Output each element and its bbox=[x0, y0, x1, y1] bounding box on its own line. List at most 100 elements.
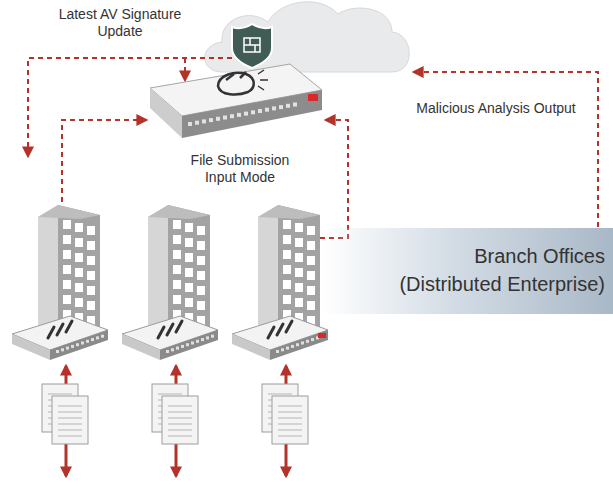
building-front bbox=[278, 205, 320, 333]
port bbox=[186, 343, 189, 346]
text-line bbox=[48, 394, 72, 395]
port bbox=[209, 118, 213, 122]
mode-label: File Submission Input Mode bbox=[175, 152, 305, 186]
appliance-side bbox=[232, 334, 270, 360]
window bbox=[283, 280, 291, 289]
port bbox=[91, 338, 94, 341]
window bbox=[185, 223, 193, 232]
building-roof bbox=[148, 205, 210, 219]
window bbox=[87, 226, 95, 235]
region-title: Branch Offices (Distributed Enterprise) bbox=[377, 242, 605, 298]
building-roof bbox=[258, 205, 320, 219]
port bbox=[101, 335, 104, 338]
sandbox-appliance: File Submission Input Mode bbox=[140, 56, 340, 188]
port bbox=[237, 113, 241, 117]
text-line bbox=[58, 430, 82, 431]
window bbox=[63, 280, 71, 289]
port bbox=[230, 114, 234, 118]
text-line bbox=[168, 412, 192, 413]
port bbox=[81, 342, 84, 345]
window bbox=[87, 256, 95, 265]
firewall-appliance bbox=[122, 316, 218, 360]
window bbox=[307, 226, 315, 235]
building-side bbox=[258, 205, 278, 330]
window bbox=[173, 250, 181, 259]
sandbox-appliance-drawing bbox=[140, 56, 340, 152]
port bbox=[301, 342, 304, 345]
logo-stroke bbox=[167, 324, 173, 335]
building-side bbox=[148, 205, 168, 330]
window bbox=[197, 271, 205, 280]
window bbox=[197, 301, 205, 310]
window bbox=[63, 220, 71, 229]
building-side bbox=[38, 205, 58, 330]
text-line bbox=[158, 394, 182, 395]
appliance-side bbox=[122, 334, 160, 360]
document-page bbox=[162, 396, 198, 444]
shield-icon bbox=[232, 24, 272, 68]
window bbox=[185, 283, 193, 292]
window bbox=[295, 223, 303, 232]
building bbox=[38, 205, 100, 333]
port bbox=[196, 340, 199, 343]
appliance-side bbox=[12, 334, 50, 360]
port bbox=[291, 345, 294, 348]
submission-line bbox=[320, 120, 348, 238]
logo-stroke bbox=[158, 327, 164, 338]
text-line bbox=[278, 412, 302, 413]
text-line bbox=[268, 394, 292, 395]
window bbox=[307, 301, 315, 310]
firewall-appliance bbox=[232, 316, 328, 360]
window bbox=[87, 301, 95, 310]
port bbox=[281, 348, 284, 351]
window bbox=[295, 283, 303, 292]
port bbox=[311, 338, 314, 341]
port bbox=[56, 350, 59, 353]
cloud bbox=[205, 2, 410, 72]
logo-stroke bbox=[277, 324, 283, 335]
building-front bbox=[168, 205, 210, 333]
port bbox=[201, 338, 204, 341]
port bbox=[188, 122, 192, 126]
window bbox=[75, 268, 83, 277]
port bbox=[279, 105, 283, 109]
window bbox=[197, 256, 205, 265]
window bbox=[283, 295, 291, 304]
window bbox=[197, 286, 205, 295]
sandbox-logo bbox=[226, 72, 246, 80]
port bbox=[86, 340, 89, 343]
document-page bbox=[52, 396, 88, 444]
flow-lines bbox=[28, 58, 598, 238]
text-line bbox=[168, 418, 192, 419]
region-band: Branch Offices (Distributed Enterprise) bbox=[322, 228, 613, 314]
port bbox=[71, 345, 74, 348]
port bbox=[286, 104, 290, 108]
window bbox=[307, 241, 315, 250]
text-line bbox=[58, 424, 82, 425]
window bbox=[173, 235, 181, 244]
signature-line bbox=[184, 58, 186, 80]
update-label: Latest AV Signature Update bbox=[38, 6, 202, 40]
window bbox=[75, 223, 83, 232]
document-page bbox=[272, 396, 308, 444]
logo-stroke bbox=[57, 324, 63, 335]
document-stack bbox=[42, 384, 88, 444]
port bbox=[244, 112, 248, 116]
text-line bbox=[58, 406, 82, 407]
logo-stroke bbox=[176, 321, 182, 332]
logo-stroke bbox=[66, 321, 72, 332]
text-line bbox=[278, 436, 302, 437]
window bbox=[295, 238, 303, 247]
building-roof bbox=[38, 205, 100, 219]
window bbox=[307, 271, 315, 280]
port bbox=[223, 116, 227, 120]
building bbox=[258, 205, 320, 333]
building bbox=[148, 205, 210, 333]
port bbox=[293, 103, 297, 107]
window bbox=[283, 250, 291, 259]
window bbox=[295, 298, 303, 307]
port bbox=[216, 117, 220, 121]
port bbox=[195, 121, 199, 125]
window bbox=[173, 280, 181, 289]
window bbox=[307, 256, 315, 265]
